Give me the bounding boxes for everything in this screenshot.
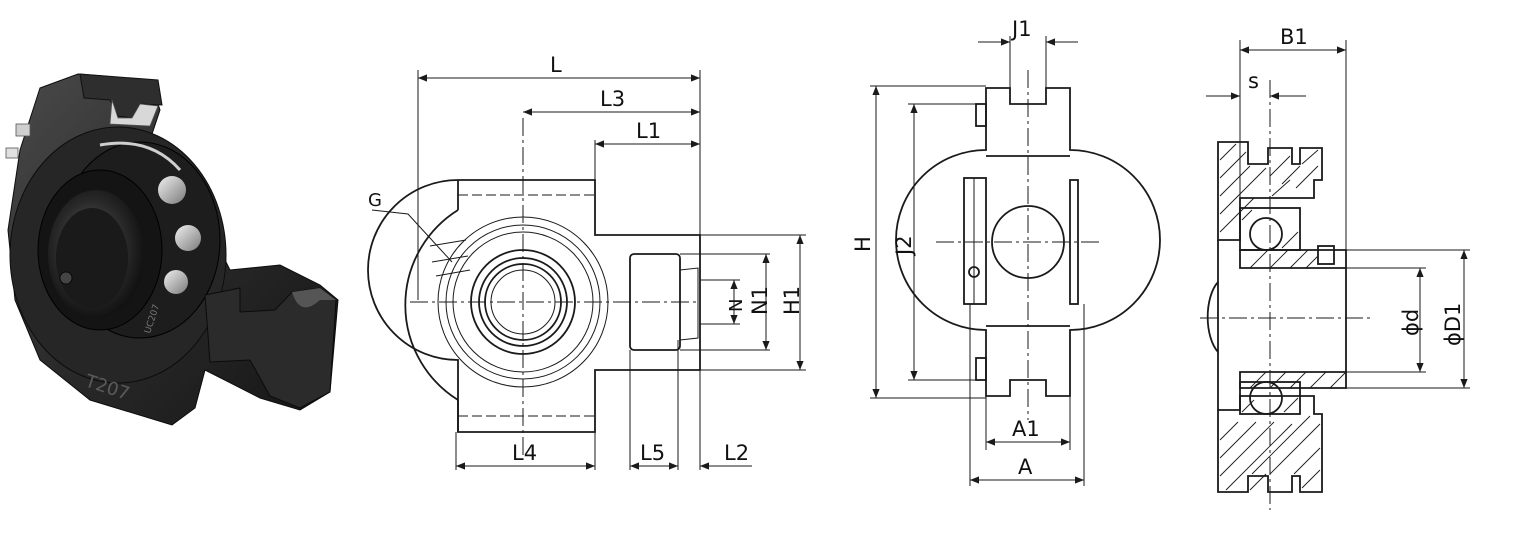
label-J1: J1 bbox=[1010, 17, 1032, 41]
label-H: H bbox=[851, 236, 875, 252]
label-B1: B1 bbox=[1280, 25, 1308, 49]
label-J2: J2 bbox=[892, 235, 916, 257]
label-L1: L1 bbox=[636, 119, 661, 143]
label-H1: H1 bbox=[780, 286, 804, 315]
label-L5: L5 bbox=[640, 441, 665, 465]
label-L2: L2 bbox=[724, 441, 749, 465]
section-view: B1 s ϕd ϕD1 bbox=[1200, 25, 1470, 510]
product-photo: T207 UC207 bbox=[5, 73, 339, 426]
label-L: L bbox=[550, 53, 562, 77]
label-G: G bbox=[368, 190, 382, 211]
label-N1: N1 bbox=[748, 286, 772, 315]
side-view: J1 H J2 A1 A bbox=[851, 17, 1161, 486]
label-L4: L4 bbox=[512, 441, 537, 465]
label-D1: ϕD1 bbox=[1441, 303, 1465, 346]
label-N: N bbox=[726, 299, 747, 312]
label-L3: L3 bbox=[600, 87, 625, 111]
label-A1: A1 bbox=[1012, 417, 1040, 441]
front-view: G L L3 L1 L4 L5 L2 N bbox=[367, 53, 806, 470]
label-A: A bbox=[1018, 455, 1033, 479]
hatching bbox=[1219, 143, 1347, 491]
label-d: ϕd bbox=[1399, 309, 1423, 336]
label-s: s bbox=[1248, 69, 1259, 93]
